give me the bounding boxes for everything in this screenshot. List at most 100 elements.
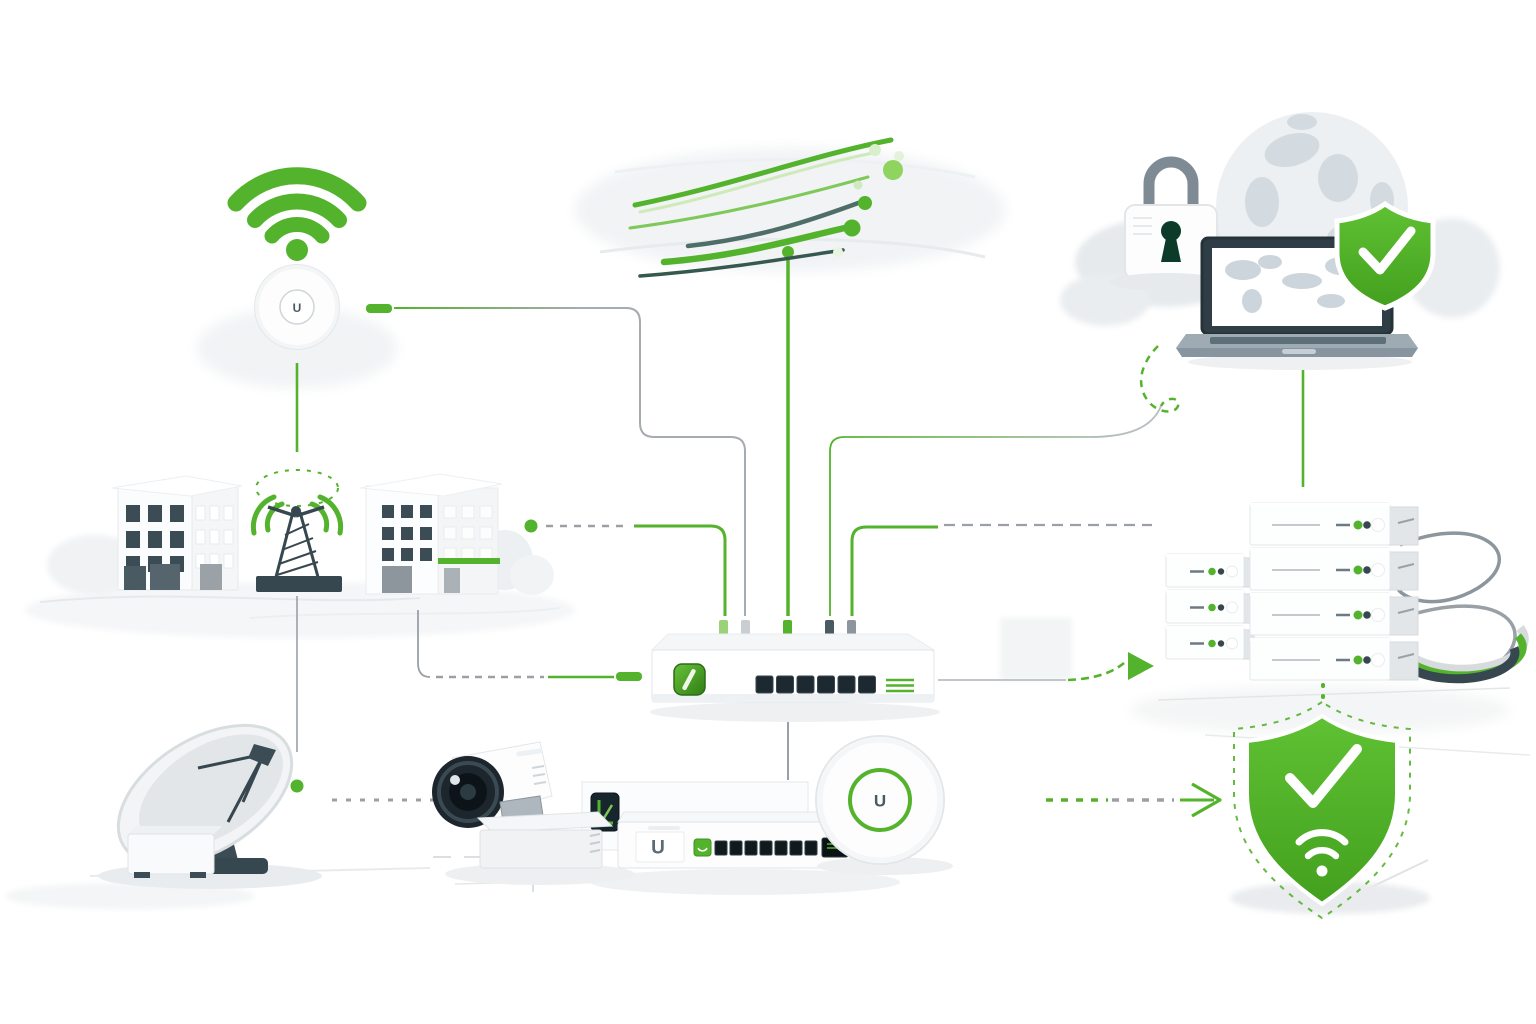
switch-port xyxy=(729,840,743,856)
arrow-to-servers-icon xyxy=(1128,652,1154,680)
server-button xyxy=(1226,565,1238,578)
server-button xyxy=(1371,608,1385,622)
link-ap-to-gateway xyxy=(394,307,746,616)
link-building-to-gateway xyxy=(634,524,727,616)
node-device-cluster: U U xyxy=(432,735,953,895)
port-glyph-icon xyxy=(697,847,708,852)
checkmark-icon xyxy=(1358,226,1416,275)
switch-logo-letter: U xyxy=(651,838,665,859)
server-top-edge xyxy=(1166,590,1244,593)
shadow xyxy=(817,857,953,875)
node-campus xyxy=(111,469,554,595)
node-secure-laptop xyxy=(1110,112,1436,370)
bush xyxy=(510,555,554,595)
switch-port xyxy=(759,840,773,856)
door xyxy=(444,568,460,593)
server-led-dark xyxy=(1363,521,1371,529)
gateway-top-face xyxy=(650,633,936,651)
server-button xyxy=(1226,601,1238,614)
server-top-edge xyxy=(1250,593,1390,596)
dish-receiver-box xyxy=(127,833,215,875)
shield-check-icon xyxy=(1334,200,1436,311)
switch-port-uplink xyxy=(693,838,712,857)
server-led-green xyxy=(1353,565,1363,575)
server-led-green xyxy=(1208,567,1216,576)
server-top-edge xyxy=(1250,503,1390,506)
green-awning xyxy=(438,558,500,564)
server-led-green xyxy=(1208,603,1216,612)
link-connector-green-dash xyxy=(366,304,392,313)
server-led-green xyxy=(1353,655,1363,665)
windows-light xyxy=(195,505,234,569)
link-gateway-to-servers-green xyxy=(850,525,938,616)
keyhole-icon xyxy=(1161,221,1181,241)
link-dot-building xyxy=(524,519,538,533)
shadow xyxy=(590,869,900,895)
node-satellite-dish xyxy=(98,723,322,889)
server-top-edge xyxy=(1166,554,1244,557)
tower-signal-arcs-icon xyxy=(250,494,344,536)
link-laptop-squiggle xyxy=(1139,345,1180,413)
switch-port xyxy=(789,840,803,856)
wifi-small-icon xyxy=(1295,829,1349,877)
building-right xyxy=(359,473,554,595)
links xyxy=(290,246,1325,818)
link-dot-fiber xyxy=(782,246,794,258)
server-led-green xyxy=(1208,639,1216,648)
signal-ellipse-icon xyxy=(255,469,339,507)
switch-port xyxy=(774,840,788,856)
windows-dark xyxy=(126,505,184,572)
tower-lattice xyxy=(267,505,325,578)
door xyxy=(200,564,222,590)
padlock-icon xyxy=(1110,156,1224,291)
server-led-dark xyxy=(1363,566,1371,574)
shield-check-wifi-icon xyxy=(1245,713,1399,907)
server-stack-left xyxy=(1165,553,1255,660)
gateway-port xyxy=(817,675,835,694)
switch-port xyxy=(714,840,728,856)
server-top-edge xyxy=(1250,548,1390,551)
ap-green-ring xyxy=(848,768,912,832)
dish-feed xyxy=(197,744,276,823)
windows-dark xyxy=(382,505,432,561)
node-shield-bottom xyxy=(1230,700,1430,920)
server-button xyxy=(1226,637,1238,650)
link-gateway-servers-dashed-green xyxy=(1067,661,1125,682)
server-button xyxy=(1371,653,1385,667)
ap-disc-bottom: U xyxy=(815,735,953,875)
link-dot-dish xyxy=(290,779,304,793)
server-led-green xyxy=(1353,610,1363,620)
server-top-edge xyxy=(1250,638,1390,641)
gateway-port xyxy=(755,675,774,694)
gateway-port xyxy=(776,675,794,694)
node-fiber xyxy=(628,137,904,278)
gateway-ports xyxy=(755,675,876,694)
ap-logo-ring xyxy=(279,289,315,325)
server-led-dark xyxy=(1217,640,1225,647)
gateway-port xyxy=(858,675,876,694)
server-led-dark xyxy=(1363,611,1371,619)
server-side-dash xyxy=(1397,608,1415,614)
shadow xyxy=(650,702,940,722)
server-side-dash xyxy=(1397,653,1415,659)
server-cables xyxy=(1394,531,1529,684)
lock-base xyxy=(1110,273,1224,291)
windows-light xyxy=(443,505,493,561)
gateway-port xyxy=(796,675,815,694)
wifi-icon xyxy=(227,167,367,261)
switch-ports xyxy=(693,838,818,857)
roof xyxy=(111,475,243,497)
building-left xyxy=(111,475,243,591)
server-stack-right xyxy=(1249,502,1419,681)
switch-port xyxy=(804,840,818,856)
server-side-dash xyxy=(1397,563,1415,569)
cell-tower xyxy=(250,469,344,592)
server-top-edge xyxy=(1166,626,1244,629)
node-gateway xyxy=(650,620,940,722)
server-button xyxy=(1371,518,1385,532)
fiber-tips-icon xyxy=(833,144,904,257)
gateway-status-lines-icon xyxy=(886,678,914,693)
camera-pedestal xyxy=(479,829,603,869)
